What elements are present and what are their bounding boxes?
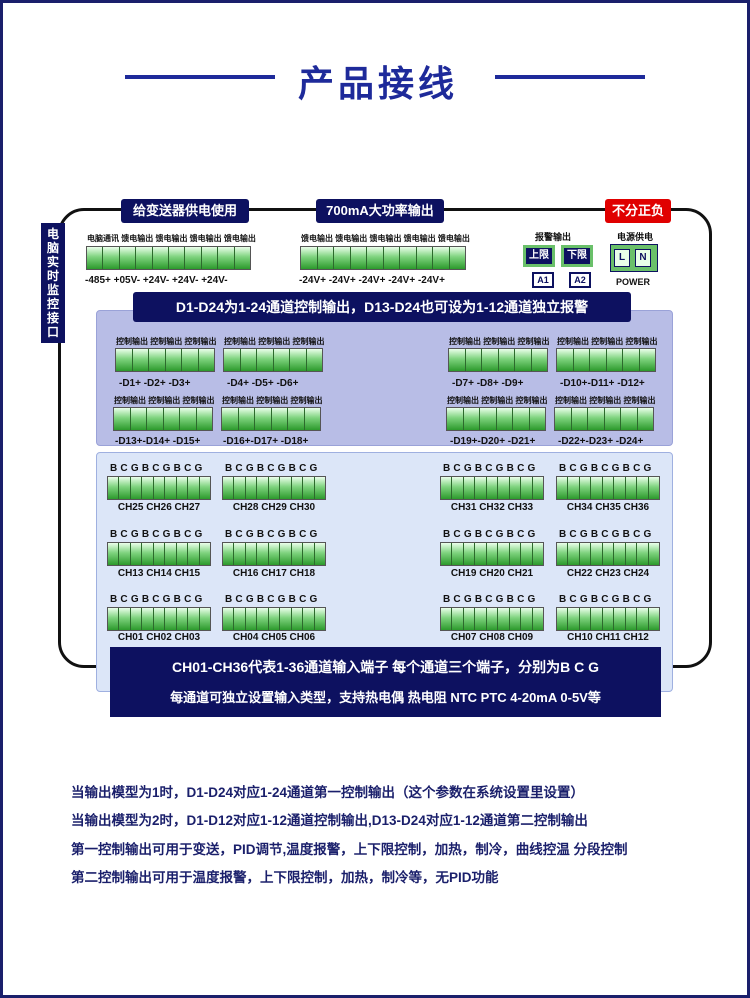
top-mid-terms: -24V+ -24V+ -24V+ -24V+ -24V+ (299, 275, 445, 286)
d-terminal-block (554, 407, 654, 431)
title-right-rule (495, 75, 645, 79)
d-terminal-block (446, 407, 546, 431)
channel-labels: CH10 CH11 CH12 (567, 632, 649, 643)
channel-description-line1: CH01-CH36代表1-36通道输入端子 每个通道三个端子，分别为B C G (171, 659, 600, 675)
ch-terminal-block (222, 476, 326, 500)
note-line: 当输出模型为1时，D1-D24对应1-24通道第一控制输出（这个参数在系统设置里… (71, 785, 585, 800)
a1-marker: A1 (532, 272, 554, 288)
d-terminal-block (113, 407, 213, 431)
channel-labels: CH13 CH14 CH15 (117, 568, 201, 579)
bcg-labels: BCGBCGBCG (559, 594, 655, 605)
bcg-labels: BCGBCGBCG (110, 529, 206, 540)
no-polarity-label: 不分正负 (605, 199, 671, 223)
top-mid-terminal-block (300, 246, 466, 270)
ch-terminal-block (107, 476, 211, 500)
bcg-labels: BCGBCGBCG (110, 463, 206, 474)
channel-labels: CH01 CH02 CH03 (117, 632, 201, 643)
ctrl-caption: 控制输出 控制输出 控制输出 (116, 337, 217, 346)
ctrl-caption: 控制输出 控制输出 控制输出 (557, 337, 658, 346)
alarm-output-label: 报警输出 (535, 232, 572, 242)
ch-terminal-block (107, 607, 211, 631)
ctrl-caption: 控制输出 控制输出 控制输出 (114, 396, 215, 405)
ctrl-caption: 控制输出 控制输出 控制输出 (447, 396, 548, 405)
bcg-labels: BCGBCGBCG (559, 463, 655, 474)
lower-limit-terminal: 下限 (561, 245, 593, 267)
note-line: 第二控制输出可用于温度报警，上下限控制，加热，制冷等，无PID功能 (71, 870, 499, 885)
d-band-label: D1-D24为1-24通道控制输出，D13-D24也可设为1-12通道独立报警 (133, 292, 631, 322)
power-en-label: POWER (616, 277, 651, 287)
ch-terminal-block (222, 607, 326, 631)
channel-labels: CH31 CH32 CH33 (450, 502, 534, 513)
ch-terminal-block (222, 542, 326, 566)
title-left-rule (125, 75, 275, 79)
bcg-labels: BCGBCGBCG (443, 463, 539, 474)
power-supply-label: 给变送器供电使用 (121, 199, 249, 223)
a2-marker: A2 (569, 272, 591, 288)
channel-labels: CH34 CH35 CH36 (566, 502, 650, 513)
n-terminal: N (635, 249, 651, 267)
d-terms: -D19+-D20+ -D21+ (450, 436, 536, 447)
upper-limit-terminal: 上限 (523, 245, 555, 267)
pc-monitor-label: 电脑实时监控接口 (41, 223, 65, 343)
channel-labels: CH04 CH05 CH06 (232, 632, 316, 643)
ch-terminal-block (440, 476, 544, 500)
bcg-labels: BCGBCGBCG (559, 529, 655, 540)
d-terminal-block (115, 348, 215, 372)
channel-description-line2: 每通道可独立设置输入类型，支持热电偶 热电阻 NTC PTC 4-20mA 0-… (170, 690, 601, 705)
ctrl-caption: 控制输出 控制输出 控制输出 (224, 337, 325, 346)
channel-labels: CH19 CH20 CH21 (450, 568, 534, 579)
ch-terminal-block (440, 607, 544, 631)
channel-labels: CH07 CH08 CH09 (450, 632, 534, 643)
top-left-terminal-block (86, 246, 251, 270)
note-line: 第一控制输出可用于变送，PID调节,温度报警，上下限控制，加热，制冷，曲线控温 … (71, 842, 628, 857)
bcg-labels: BCGBCGBCG (110, 594, 206, 605)
d-terms: -D13+-D14+ -D15+ (115, 436, 201, 447)
power-input-label: 电源供电 (617, 232, 654, 242)
channel-labels: CH28 CH29 CH30 (232, 502, 316, 513)
ch-terminal-block (107, 542, 211, 566)
bcg-labels: BCGBCGBCG (225, 594, 321, 605)
d-terms: -D4+ -D5+ -D6+ (227, 378, 299, 389)
l-terminal: L (614, 249, 630, 267)
ch-terminal-block (556, 607, 660, 631)
channel-labels: CH16 CH17 CH18 (232, 568, 316, 579)
top-left-caption: 电脑通讯 馈电输出 馈电输出 馈电输出 馈电输出 (87, 234, 256, 243)
page-title: 产品接线 (297, 63, 458, 104)
bcg-labels: BCGBCGBCG (225, 529, 321, 540)
ctrl-caption: 控制输出 控制输出 控制输出 (222, 396, 323, 405)
top-left-terms: -485+ +05V- +24V- +24V- +24V- (85, 275, 228, 286)
channel-description-box: CH01-CH36代表1-36通道输入端子 每个通道三个端子，分别为B C G … (110, 647, 661, 717)
d-terms: -D1+ -D2+ -D3+ (119, 378, 191, 389)
ctrl-caption: 控制输出 控制输出 控制输出 (555, 396, 656, 405)
bcg-labels: BCGBCGBCG (443, 594, 539, 605)
ch-terminal-block (556, 542, 660, 566)
bcg-labels: BCGBCGBCG (225, 463, 321, 474)
d-terms: -D7+ -D8+ -D9+ (452, 378, 524, 389)
d-terminal-block (556, 348, 656, 372)
d-terms: -D16+-D17+ -D18+ (223, 436, 309, 447)
d-terminal-block (448, 348, 548, 372)
top-mid-caption: 馈电输出 馈电输出 馈电输出 馈电输出 馈电输出 (301, 234, 470, 243)
d-terminal-block (221, 407, 321, 431)
ch-terminal-block (556, 476, 660, 500)
channel-labels: CH22 CH23 CH24 (566, 568, 650, 579)
d-terms: -D22+-D23+ -D24+ (558, 436, 644, 447)
d-terms: -D10+-D11+ -D12+ (560, 378, 645, 389)
d-terminal-block (223, 348, 323, 372)
channel-labels: CH25 CH26 CH27 (117, 502, 201, 513)
note-line: 当输出模型为2时，D1-D12对应1-12通道控制输出,D13-D24对应1-1… (71, 813, 588, 828)
high-power-label: 700mA大功率输出 (316, 199, 444, 223)
ch-terminal-block (440, 542, 544, 566)
ctrl-caption: 控制输出 控制输出 控制输出 (449, 337, 550, 346)
bcg-labels: BCGBCGBCG (443, 529, 539, 540)
